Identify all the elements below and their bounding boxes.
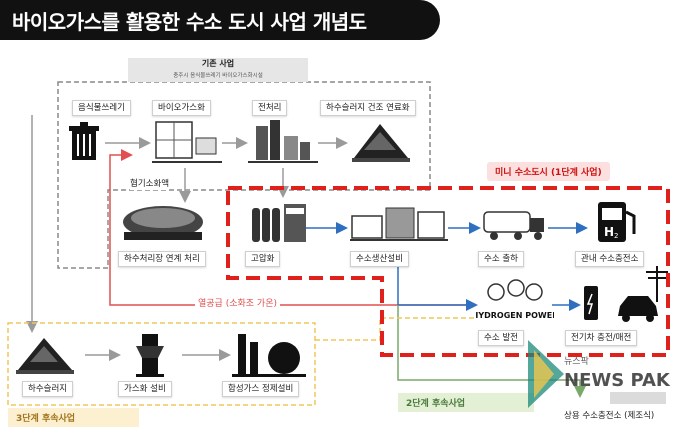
label-digestate: 혐기소화액 [130, 178, 170, 190]
tag-phase2: 2단계 후속사업 [398, 393, 534, 412]
label-gasifier: 가스화 설비 [118, 381, 172, 397]
ev-charging-icon [584, 286, 658, 322]
label-biogas: 바이오가스화 [152, 100, 211, 116]
gasifier-icon [136, 334, 164, 377]
hydrogen-power-logo: HYDROGEN POWER [476, 311, 554, 320]
trash-can-icon [69, 122, 99, 160]
syngas-plant-icon [232, 334, 306, 377]
page-title: 바이오가스를 활용한 수소 도시 사업 개념도 [12, 10, 367, 34]
watermark-big: NEWS PAK [564, 370, 671, 391]
sewage-treatment-icon [123, 206, 203, 240]
label-ev-charge: 전기차 충전/매전 [565, 330, 638, 346]
sewage-sludge-icon [16, 338, 74, 374]
label-commercial-station: 상용 수소충전소 (제조식) [564, 410, 655, 422]
hydrogen-power-icon: HYDROGEN POWER [476, 279, 554, 320]
pretreatment-icon [248, 120, 318, 163]
sludge-fuel-icon [352, 124, 410, 162]
existing-business-box [57, 81, 431, 269]
label-h2-production: 수소생산설비 [350, 251, 409, 267]
title-bar [0, 0, 440, 40]
watermark-small: 뉴스팍 [564, 356, 589, 367]
label-heat-supply: 열공급 (소화조 가온) [195, 296, 280, 309]
label-syngas: 합성가스 정제설비 [222, 381, 300, 397]
label-sludge-fuel: 하수슬러지 건조 연료화 [320, 100, 416, 116]
label-sewage-sludge: 하수슬러지 [22, 381, 74, 397]
utility-pole-icon [646, 266, 668, 302]
phase2-line [397, 305, 586, 398]
tag-mini-city: 미니 수소도시 (1단계 사업) [487, 162, 610, 181]
h2-symbol: H [604, 225, 614, 239]
h2-station-icon: H 2 [598, 202, 636, 242]
tag-phase3: 3단계 후속사업 [8, 408, 139, 427]
phase3-connector [315, 317, 475, 341]
label-pressurize: 고압화 [245, 251, 281, 267]
mini-city-box [226, 186, 670, 357]
label-h2-power: 수소 발전 [478, 330, 524, 346]
phase3-box [7, 322, 316, 406]
h2-sub: 2 [614, 232, 618, 240]
label-sewage-link: 하수처리장 연계 처리 [118, 251, 206, 267]
label-h2-station-inside: 관내 수소충전소 [575, 251, 645, 267]
existing-business-title: 기존 사업 [201, 59, 235, 68]
label-food-waste: 음식물쓰레기 [72, 100, 131, 116]
newspak-watermark: 뉴스팍 NEWS PAK [528, 340, 671, 408]
biogas-facility-icon [152, 121, 222, 163]
h2-truck-icon [483, 211, 544, 240]
label-h2-ship: 수소 출하 [478, 251, 524, 267]
arrow-h2-power [397, 255, 478, 311]
label-pretreat: 전처리 [252, 100, 288, 116]
pressurize-tanks-icon [252, 204, 306, 242]
existing-business-subtitle: 충주시 음식물쓰레기 바이오가스화시설 [173, 73, 263, 79]
h2-production-icon [350, 207, 448, 241]
existing-business-header: 기존 사업 충주시 음식물쓰레기 바이오가스화시설 [128, 58, 308, 82]
